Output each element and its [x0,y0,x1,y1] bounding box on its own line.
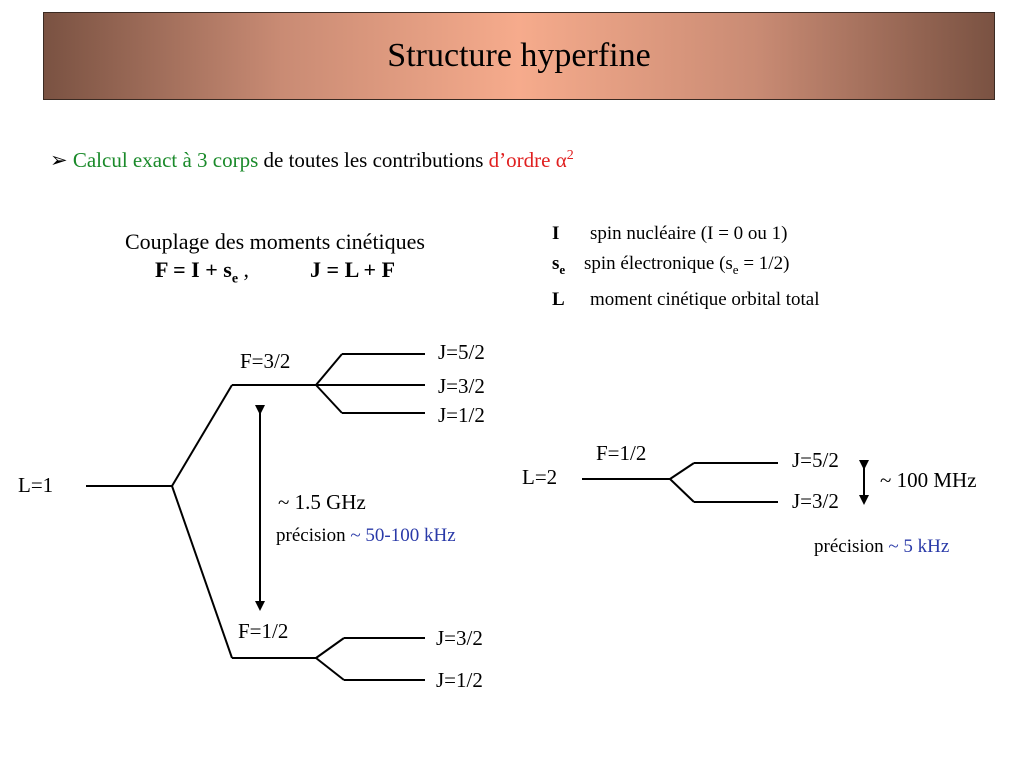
label-f32: F=3/2 [240,349,291,373]
label-f12-right: F=1/2 [596,441,647,465]
label-f12: F=1/2 [238,619,289,643]
label-l1: L=1 [18,473,54,497]
legend-desc-se-tail: = 1/2) [738,253,790,274]
coupling-heading: Couplage des moments cinétiques [125,229,425,254]
equation-j: J = L + F [310,257,396,282]
legend-symbol-se: se [552,253,566,277]
legend-symbol-i: I [552,223,560,244]
branch-l2-j52 [669,462,695,480]
bullet-black-text: de toutes les contributions [258,148,489,172]
branch-f12-j12 [315,657,345,681]
label-j52-upper: J=5/2 [438,340,485,364]
legend-desc-i: spin nucléaire (I = 0 ou 1) [590,223,788,244]
branch-l1-f32 [171,384,233,487]
equation-f: F = I + s [154,257,232,282]
label-j12-upper: J=1/2 [438,403,485,427]
branch-f32-j52 [315,353,343,386]
label-splitting-right: ~ 100 MHz [880,468,977,492]
label-j32-upper: J=3/2 [438,374,485,398]
bullet-red-text: d’ordre [488,148,556,172]
equation-sep: , [238,257,250,282]
bullet-alpha: α [555,148,567,172]
legend-symbol-l: L [552,288,565,310]
branch-f32-j12 [315,384,343,414]
bullet-green-text: Calcul exact à 3 corps [72,148,259,172]
label-j52-right: J=5/2 [792,448,839,472]
legend-desc-se-sub: e [732,261,739,277]
legend-desc-se: spin électronique (s [584,253,733,274]
label-precision-left: précision ~ 50-100 kHz [276,525,456,546]
coupling-block: Couplage des moments cinétiques F = I + … [60,229,490,287]
label-precision-right: précision ~ 5 kHz [814,536,950,557]
legend-row-se: se spin électronique (se = 1/2) [552,249,820,285]
branch-l2-j32 [669,478,695,503]
bullet-line: ➢ Calcul exact à 3 corps de toutes les c… [50,148,574,173]
equation-f-sub: e [231,271,239,287]
precision-value-left: ~ 50-100 kHz [350,525,456,546]
label-j32-right: J=3/2 [792,489,839,513]
page-title: Structure hyperfine [387,37,651,74]
bullet-power: 2 [566,148,574,163]
legend-desc-l: moment cinétique orbital total [590,288,820,310]
title-banner: Structure hyperfine [43,12,995,100]
label-j32-lower: J=3/2 [436,626,483,650]
label-splitting-left: ~ 1.5 GHz [278,490,366,514]
label-j12-lower: J=1/2 [436,668,483,692]
branch-l1-f12 [171,485,233,659]
coupling-equations: F = I + se , J = L + F [60,257,490,287]
label-l2: L=2 [522,465,558,489]
bullet-arrow-icon: ➢ [50,148,68,172]
precision-value-right: ~ 5 kHz [888,536,950,557]
branch-f12-j32 [315,637,345,659]
